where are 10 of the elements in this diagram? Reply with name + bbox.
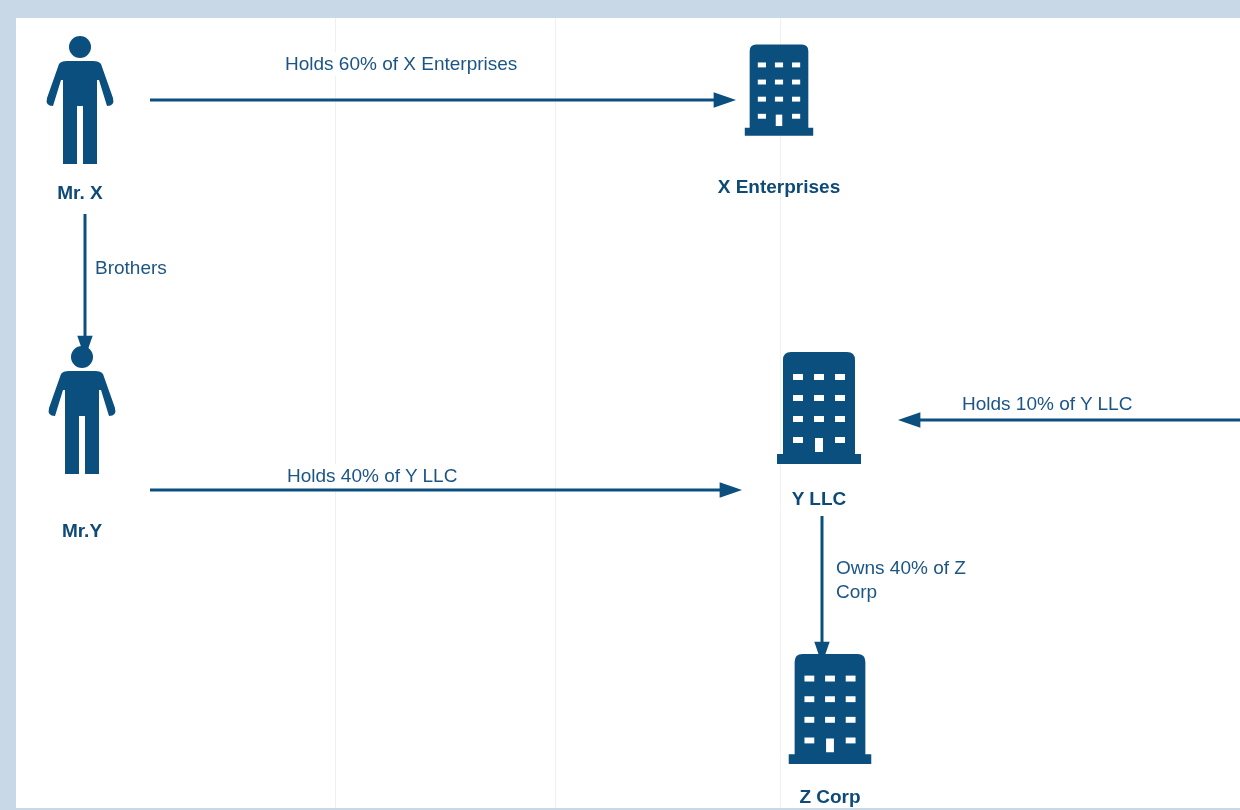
arrow bbox=[150, 92, 737, 108]
arrow bbox=[897, 412, 1240, 428]
edge-label: Holds 40% of Y LLC bbox=[287, 464, 458, 488]
arrow bbox=[150, 482, 743, 498]
company-name: Z Corp bbox=[798, 786, 862, 808]
edge-label: Holds 60% of X Enterprises bbox=[285, 52, 518, 76]
person-name: Mr. X bbox=[56, 182, 104, 204]
company-name: X Enterprises bbox=[716, 176, 842, 198]
person-name: Mr.Y bbox=[60, 520, 104, 542]
company-name: Y LLC bbox=[790, 488, 848, 510]
